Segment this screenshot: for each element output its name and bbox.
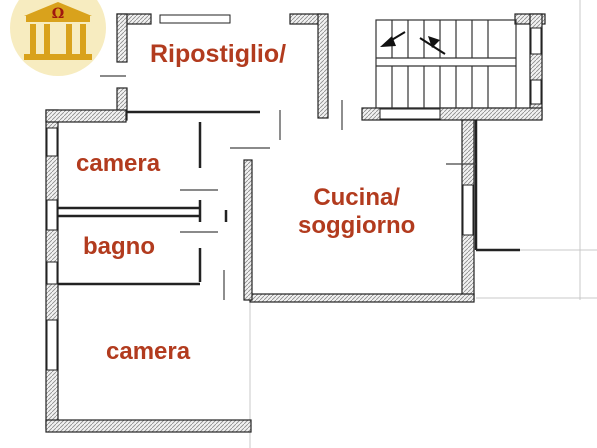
temple-omega-logo: Ω xyxy=(10,0,106,76)
logo-omega-symbol: Ω xyxy=(52,6,64,22)
room-label-cucina-line1: Cucina/ xyxy=(313,184,400,211)
room-label-ripostiglio: Ripostiglio/ xyxy=(150,40,287,68)
room-label-camera-top: camera xyxy=(76,150,161,177)
stairs xyxy=(375,19,517,109)
room-label-bagno: bagno xyxy=(83,233,155,260)
stair-direction-arrows xyxy=(380,31,446,55)
interior-walls xyxy=(58,110,520,286)
room-label-camera-bottom: camera xyxy=(106,338,191,365)
room-label-cucina-soggiorno: Cucina/ soggiorno xyxy=(298,184,415,239)
windows xyxy=(46,14,542,371)
room-label-cucina-line2: soggiorno xyxy=(298,211,416,239)
door-marks xyxy=(100,75,476,300)
